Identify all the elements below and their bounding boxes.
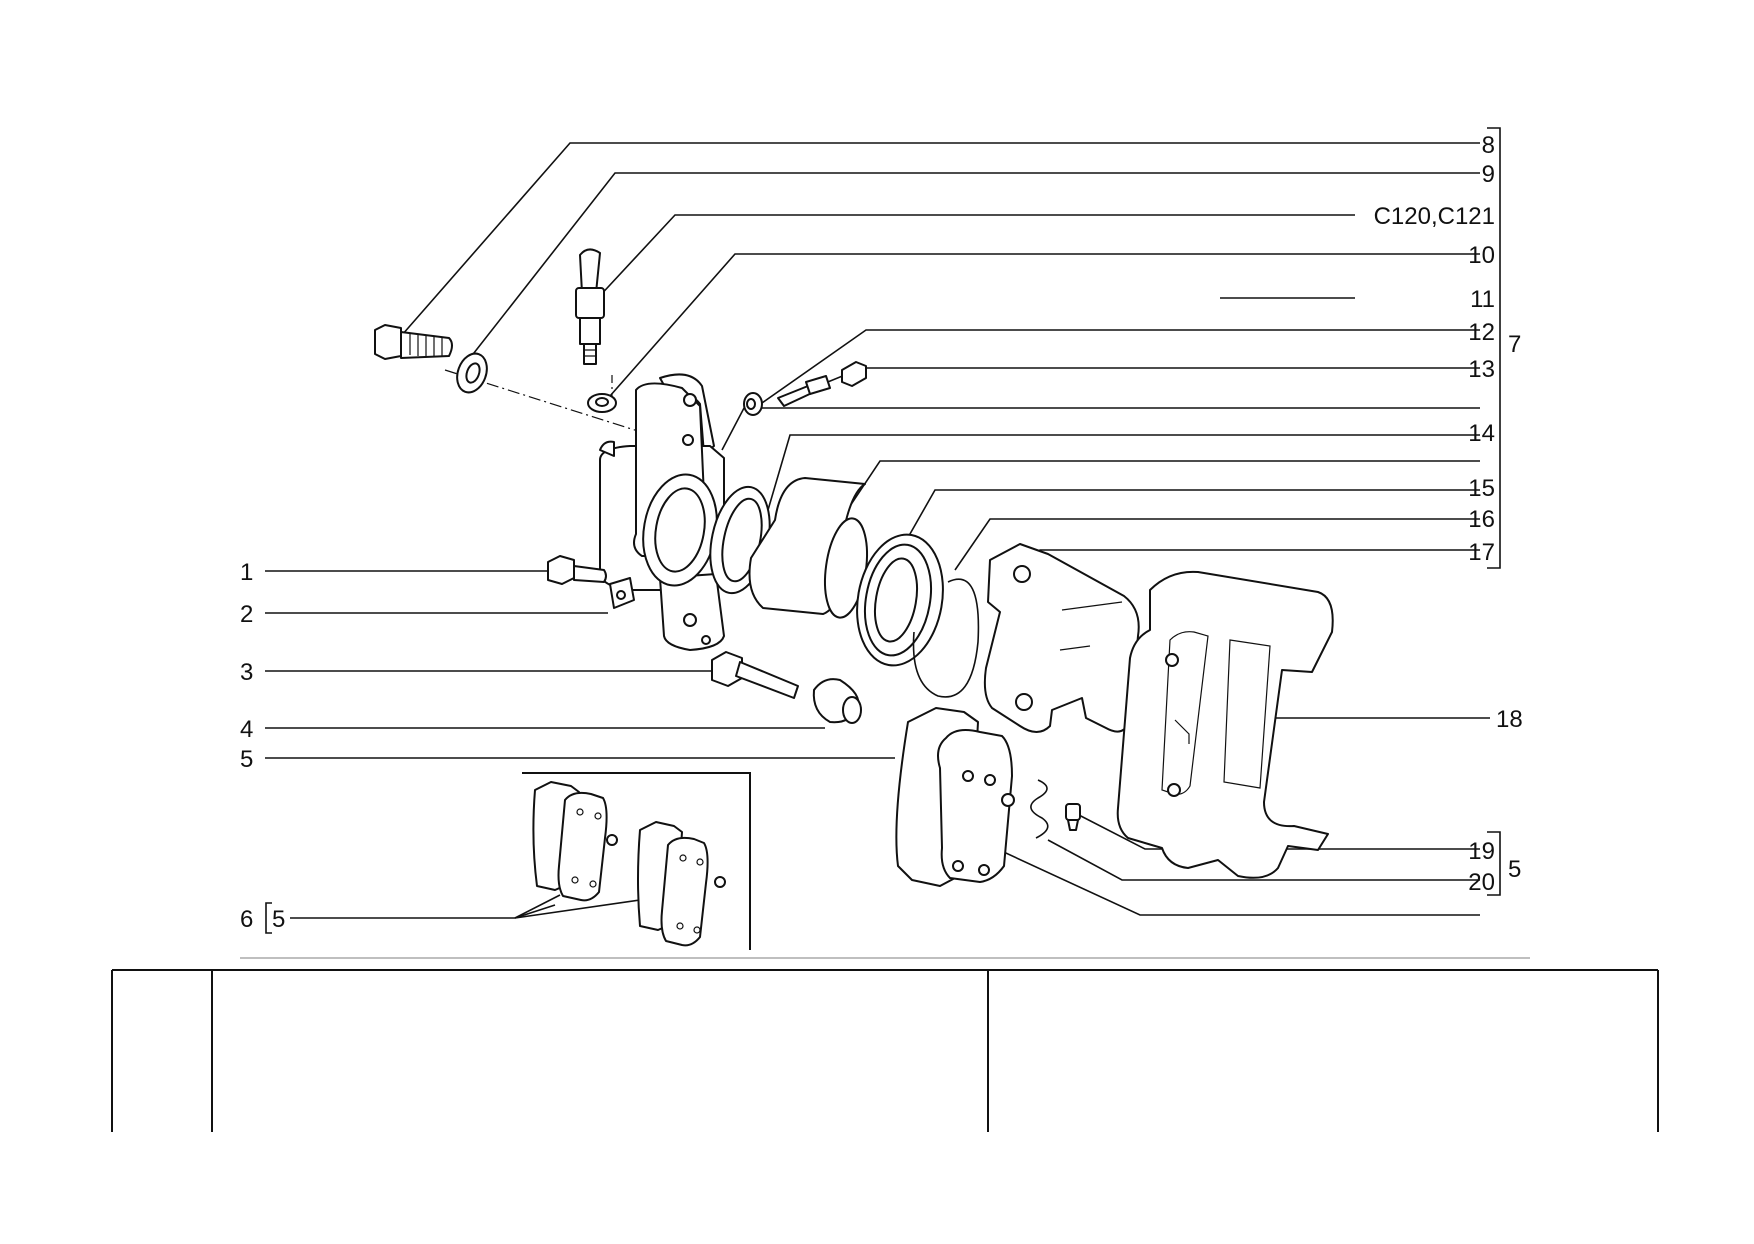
dust-cap-part: [743, 392, 763, 416]
callout-20: 20: [1468, 869, 1495, 896]
parts-table-frame: [111, 969, 1659, 1132]
callout-10: 10: [1468, 242, 1495, 269]
bleeder-cap-part: [841, 361, 867, 387]
brake-pads-part: [895, 707, 1015, 887]
mounting-bolt-part: [547, 555, 607, 585]
callout-19: 19: [1468, 838, 1495, 865]
callout-4: 4: [240, 716, 253, 743]
callout-11: 11: [1470, 286, 1495, 313]
group-bracket-5: [1487, 831, 1501, 896]
callout-labels: 8 9 C120,C121 10 11 12 13 14 15 16 17 7 …: [240, 132, 1523, 933]
retaining-ring-part: [912, 578, 980, 698]
callout-5: 5: [240, 746, 253, 773]
mounting-bracket-part: [1116, 570, 1334, 879]
callout-17: 17: [1468, 539, 1495, 566]
inset-pad-kit: [522, 772, 751, 950]
callout-9: 9: [1482, 161, 1495, 188]
pad-wear-sensor-part: [575, 248, 605, 365]
callout-16: 16: [1468, 506, 1495, 533]
guide-pin-boot-part: [812, 678, 862, 724]
guide-pin-part: [711, 651, 799, 699]
pad-pin-part: [1065, 803, 1081, 831]
washer-part: [456, 352, 488, 394]
callout-2: 2: [240, 601, 253, 628]
group-bracket-6: [265, 902, 272, 934]
callout-3: 3: [240, 659, 253, 686]
leader-lines-left: [265, 570, 895, 919]
locking-plate-part: [609, 577, 635, 609]
pad-clip-part: [1030, 779, 1049, 839]
callout-6: 6: [240, 906, 253, 933]
callout-1: 1: [240, 559, 253, 586]
callout-13: 13: [1468, 356, 1495, 383]
caliper-body-part: [599, 373, 725, 651]
callout-14: 14: [1468, 420, 1495, 447]
callout-15: 15: [1468, 475, 1495, 502]
group-bracket-7: [1487, 127, 1501, 569]
bleed-screw-part: [374, 324, 453, 360]
callout-5-group: 5: [1508, 856, 1521, 883]
bleeder-valve-part: [777, 375, 831, 407]
callout-12: 12: [1468, 319, 1495, 346]
piston-part: [748, 477, 868, 619]
callout-6-sub: 5: [272, 906, 285, 933]
callout-sensor: C120,C121: [1374, 203, 1495, 230]
small-washer-part: [587, 393, 617, 413]
caliper-carrier-part: [983, 543, 1140, 733]
callout-8: 8: [1482, 132, 1495, 159]
dust-boot-part: [856, 533, 944, 667]
callout-7: 7: [1508, 331, 1521, 358]
callout-18: 18: [1496, 706, 1523, 733]
